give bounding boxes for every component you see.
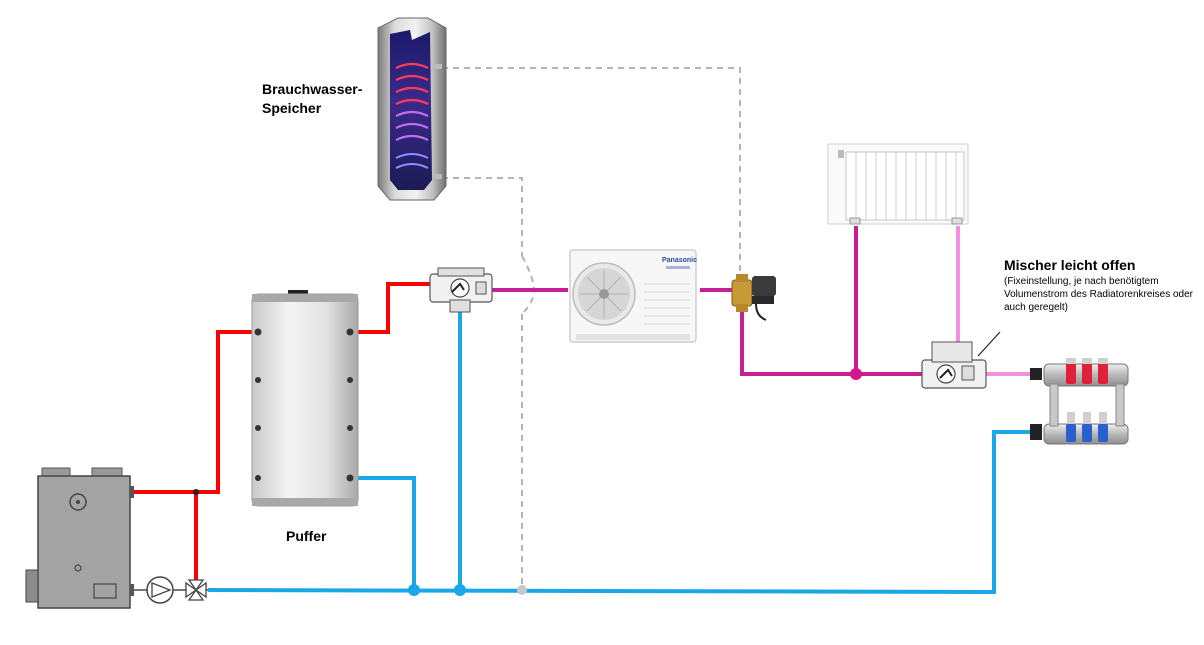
buffer-flow-line [350, 282, 430, 334]
junction-return-2 [454, 584, 466, 596]
junction-red [193, 489, 199, 495]
dhw-tank-icon [377, 17, 447, 201]
mixer-annotation: Mischer leicht offen (Fixeinstellung, je… [1004, 256, 1194, 314]
main-return-line [207, 430, 1040, 595]
mixer-note: (Fixeinstellung, je nach benötigtem Volu… [1004, 276, 1193, 313]
dhw-tank-label: Brauchwasser- Speicher [262, 81, 363, 116]
heat-pump-icon: Panasonic [569, 249, 697, 343]
manifold-icon [1030, 358, 1129, 445]
heat-pump-lines [492, 226, 922, 376]
mixer-title: Mischer leicht offen [1004, 257, 1136, 273]
junction-return-1 [408, 584, 420, 596]
control-line-dhw-top [442, 67, 741, 278]
boiler-flow-line [132, 330, 252, 494]
junction-dashed [517, 585, 527, 595]
buffer-tank-icon [251, 290, 359, 507]
mixing-valve-icon [921, 331, 1001, 389]
buffer-return-line [350, 476, 416, 590]
heat-pump-brand-label: Panasonic [662, 257, 697, 264]
flow-lines [132, 282, 430, 580]
control-line-crossing [521, 255, 536, 315]
return-lines [207, 308, 1040, 595]
radiator-icon [827, 143, 969, 225]
junctions [193, 368, 862, 596]
buffer-tank-label: Puffer [286, 528, 327, 544]
hp-to-mixer-line [740, 312, 922, 376]
motorized-valve-icon [731, 274, 776, 321]
boiler-icon [25, 467, 134, 609]
mixing-valve-icon [429, 267, 493, 313]
junction-magenta [850, 368, 862, 380]
three-way-valve-icon [185, 579, 207, 601]
control-line-dhw-bottom [442, 177, 523, 256]
